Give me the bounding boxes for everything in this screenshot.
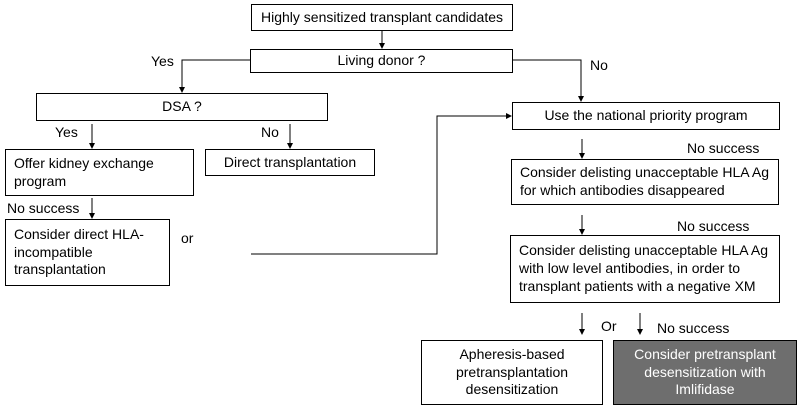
label-no-success-exchange: No success xyxy=(7,200,80,216)
box-delist-disappeared: Consider delisting unacceptable HLA Ag f… xyxy=(511,159,779,205)
box-direct-hla-incompatible: Consider direct HLA- incompatible transp… xyxy=(5,219,170,286)
box-living-donor: Living donor ? xyxy=(250,49,513,73)
box-kidney-exchange: Offer kidney exchange program xyxy=(5,149,194,196)
label-no-dsa: No xyxy=(261,124,279,140)
box-delist-low-level: Consider delisting unacceptable HLA Ag w… xyxy=(510,235,780,303)
arrow-or-to-national xyxy=(251,113,512,255)
label-no-success-3: No success xyxy=(657,320,730,336)
box-apheresis-desensitization: Apheresis-based pretransplantation desen… xyxy=(421,340,603,405)
box-highly-sensitized-candidates: Highly sensitized transplant candidates xyxy=(251,4,513,31)
label-or-left: or xyxy=(181,230,194,246)
label-or-bottom: Or xyxy=(601,318,617,334)
arrow-living-no-to-national xyxy=(513,59,584,102)
label-no-living-donor: No xyxy=(590,57,608,73)
arrow-living-yes-to-dsa xyxy=(179,59,250,93)
box-imlifidase-desensitization: Consider pretransplant desensitization w… xyxy=(613,340,797,405)
label-yes-dsa: Yes xyxy=(55,124,78,140)
box-direct-transplantation: Direct transplantation xyxy=(205,149,375,176)
label-no-success-2: No success xyxy=(677,218,750,234)
box-national-priority-program: Use the national priority program xyxy=(512,102,780,130)
label-yes-living-donor: Yes xyxy=(151,53,174,69)
box-dsa: DSA ? xyxy=(36,93,328,121)
label-no-success-1: No success xyxy=(687,140,760,156)
